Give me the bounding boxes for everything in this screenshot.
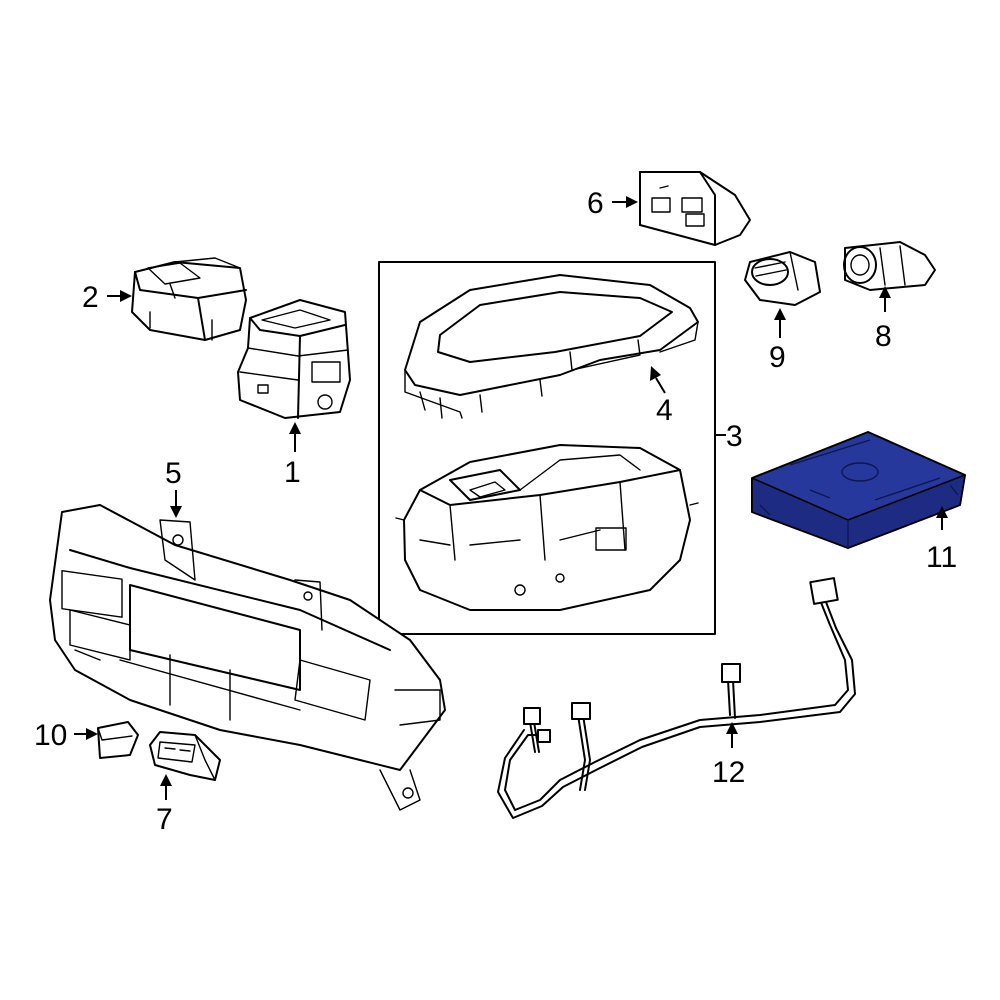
callout-arrow-10 — [74, 728, 98, 740]
callout-arrow-12 — [726, 722, 738, 748]
part-3-shifter-assembly[interactable] — [395, 444, 699, 611]
callout-arrow-5 — [170, 490, 182, 518]
part-10-clip[interactable] — [97, 721, 139, 759]
part-6-switch[interactable] — [639, 171, 751, 246]
callout-arrow-7 — [160, 774, 172, 800]
callout-3: 3 — [726, 420, 743, 453]
callout-11: 11 — [926, 541, 957, 574]
part-5-console-panel[interactable] — [49, 504, 446, 811]
callout-arrow-8 — [879, 286, 891, 312]
callout-1: 1 — [284, 456, 301, 489]
callout-12: 12 — [712, 756, 745, 789]
part-3-group-box — [378, 261, 716, 635]
callout-8: 8 — [875, 320, 892, 353]
callout-7: 7 — [156, 803, 173, 836]
part-11-control-module[interactable] — [751, 431, 966, 549]
callout-10: 10 — [34, 719, 67, 752]
callout-arrow-9 — [774, 308, 786, 338]
callout-arrow-11 — [936, 506, 948, 530]
part-8-switch[interactable] — [843, 241, 936, 291]
callout-4: 4 — [656, 394, 673, 427]
part-4-bezel[interactable] — [404, 274, 699, 419]
part-7-switch[interactable] — [149, 731, 221, 781]
callout-arrow-4 — [650, 366, 666, 394]
callout-5: 5 — [165, 457, 182, 490]
callout-arrow-1 — [289, 422, 301, 452]
callout-arrow-6 — [612, 196, 638, 208]
callout-2: 2 — [82, 281, 99, 314]
callout-9: 9 — [769, 341, 786, 374]
part-1-switch-assembly[interactable] — [237, 299, 351, 419]
part-9-knob[interactable] — [744, 251, 821, 306]
callout-6: 6 — [587, 187, 604, 220]
part-12-wiring-harness[interactable] — [497, 577, 856, 819]
callout-arrow-2 — [107, 290, 132, 302]
part-2-switch[interactable] — [131, 257, 247, 341]
